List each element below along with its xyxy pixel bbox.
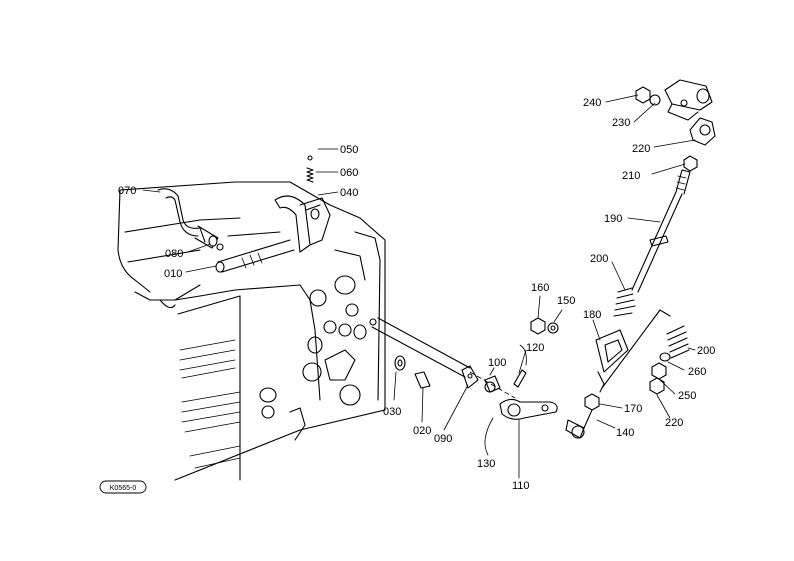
nut-220-lower <box>649 377 665 395</box>
label-020[interactable]: 020 <box>413 425 431 437</box>
label-060[interactable]: 060 <box>340 167 358 179</box>
shift-lever <box>157 188 224 251</box>
label-080[interactable]: 080 <box>165 248 183 260</box>
label-190[interactable]: 190 <box>604 213 622 225</box>
shift-fork <box>274 195 331 253</box>
washer-260 <box>659 352 671 362</box>
label-170[interactable]: 170 <box>624 403 642 415</box>
label-160[interactable]: 160 <box>531 282 549 294</box>
spring-200 <box>613 287 636 317</box>
label-220-b[interactable]: 220 <box>665 417 683 429</box>
turnbuckle-180 <box>595 329 629 393</box>
label-240[interactable]: 230 <box>612 117 630 129</box>
rod-end-230 <box>689 117 716 146</box>
label-230[interactable]: 220 <box>632 143 650 155</box>
label-220-a[interactable]: 210 <box>622 170 640 182</box>
washer-030 <box>394 355 406 371</box>
label-150[interactable]: 150 <box>557 295 575 307</box>
label-130[interactable]: 130 <box>477 458 495 470</box>
washer-240 <box>649 94 661 106</box>
label-210[interactable]: 250 <box>678 390 696 402</box>
label-260[interactable]: 260 <box>688 366 706 378</box>
nut-160 <box>530 317 546 335</box>
label-250[interactable]: 240 <box>583 97 601 109</box>
label-200-a[interactable]: 200 <box>590 253 608 265</box>
drawing-code-badge: K0565-0 <box>99 480 147 494</box>
bracket-240 <box>664 79 713 121</box>
part-labels: 050 060 040 070 080 010 030 020 090 100 … <box>118 97 715 492</box>
label-040[interactable]: 040 <box>340 187 358 199</box>
label-140[interactable]: 140 <box>616 427 634 439</box>
spring-200-b <box>666 325 690 359</box>
nut-250 <box>635 86 651 104</box>
rod-end-140 <box>565 409 593 439</box>
nut-170 <box>584 393 600 411</box>
bolt-100 <box>484 375 501 393</box>
drawing-code: K0565-0 <box>110 485 137 492</box>
spring-pin-120 <box>513 369 527 388</box>
label-200-b[interactable]: 200 <box>697 345 715 357</box>
transmission-case <box>117 181 386 481</box>
detent-spring <box>306 155 314 183</box>
nut-220-upper <box>683 155 698 172</box>
label-070[interactable]: 070 <box>118 185 136 197</box>
label-110[interactable]: 110 <box>512 480 530 492</box>
leader-lines <box>142 94 696 479</box>
pin-020 <box>414 371 431 389</box>
lever-arm-110 <box>499 398 558 420</box>
cross-shaft <box>371 317 516 399</box>
label-120[interactable]: 120 <box>526 342 544 354</box>
label-180[interactable]: 180 <box>583 309 601 321</box>
washer-150 <box>547 322 559 334</box>
label-100[interactable]: 100 <box>488 357 506 369</box>
label-090[interactable]: 090 <box>434 433 452 445</box>
label-030[interactable]: 030 <box>383 406 401 418</box>
rod-190 <box>631 169 691 293</box>
label-010[interactable]: 010 <box>164 268 182 280</box>
shift-rod <box>215 239 295 273</box>
nut-210 <box>651 362 667 380</box>
label-050[interactable]: 050 <box>340 144 358 156</box>
